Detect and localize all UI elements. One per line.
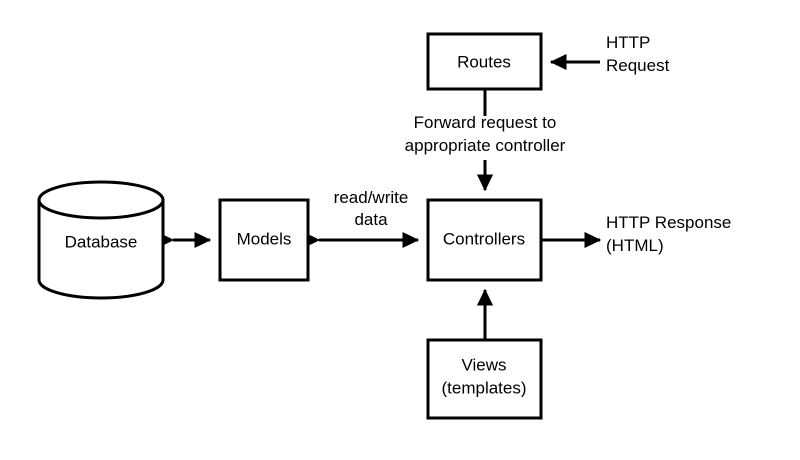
routes-box[interactable] bbox=[426, 32, 543, 91]
models-label: Models bbox=[237, 229, 292, 248]
views-label-line2: (templates) bbox=[441, 378, 526, 397]
forward-request-label-backdrop bbox=[392, 116, 578, 160]
label-http-response: HTTP Response (HTML) bbox=[606, 213, 731, 255]
database-cylinder-top bbox=[37, 180, 165, 220]
label-http-request: HTTP Request bbox=[606, 33, 670, 75]
node-views[interactable]: Views (templates) bbox=[426, 338, 543, 420]
forward-request-line2: appropriate controller bbox=[405, 136, 566, 155]
http-response-line1: HTTP Response bbox=[606, 213, 731, 232]
controllers-box[interactable] bbox=[426, 198, 543, 282]
node-routes[interactable]: Routes bbox=[426, 32, 543, 91]
http-request-line1: HTTP bbox=[606, 33, 650, 52]
node-database[interactable]: Database bbox=[37, 180, 165, 300]
routes-label: Routes bbox=[457, 52, 511, 71]
views-label-line1: Views bbox=[461, 355, 506, 374]
database-label: Database bbox=[65, 232, 138, 251]
database-cylinder-body[interactable] bbox=[37, 198, 165, 300]
read-write-line1: read/write bbox=[334, 188, 409, 207]
read-write-line2: data bbox=[354, 210, 388, 229]
controllers-label: Controllers bbox=[443, 229, 525, 248]
label-read-write-data: read/write data bbox=[334, 188, 409, 229]
label-forward-request: Forward request to appropriate controlle… bbox=[392, 113, 578, 160]
node-models[interactable]: Models bbox=[218, 198, 310, 282]
forward-request-line1: Forward request to bbox=[414, 113, 557, 132]
http-response-line2: (HTML) bbox=[606, 236, 664, 255]
models-box[interactable] bbox=[218, 198, 310, 282]
views-box[interactable] bbox=[426, 338, 543, 420]
http-request-line2: Request bbox=[606, 56, 670, 75]
node-controllers[interactable]: Controllers bbox=[426, 198, 543, 282]
